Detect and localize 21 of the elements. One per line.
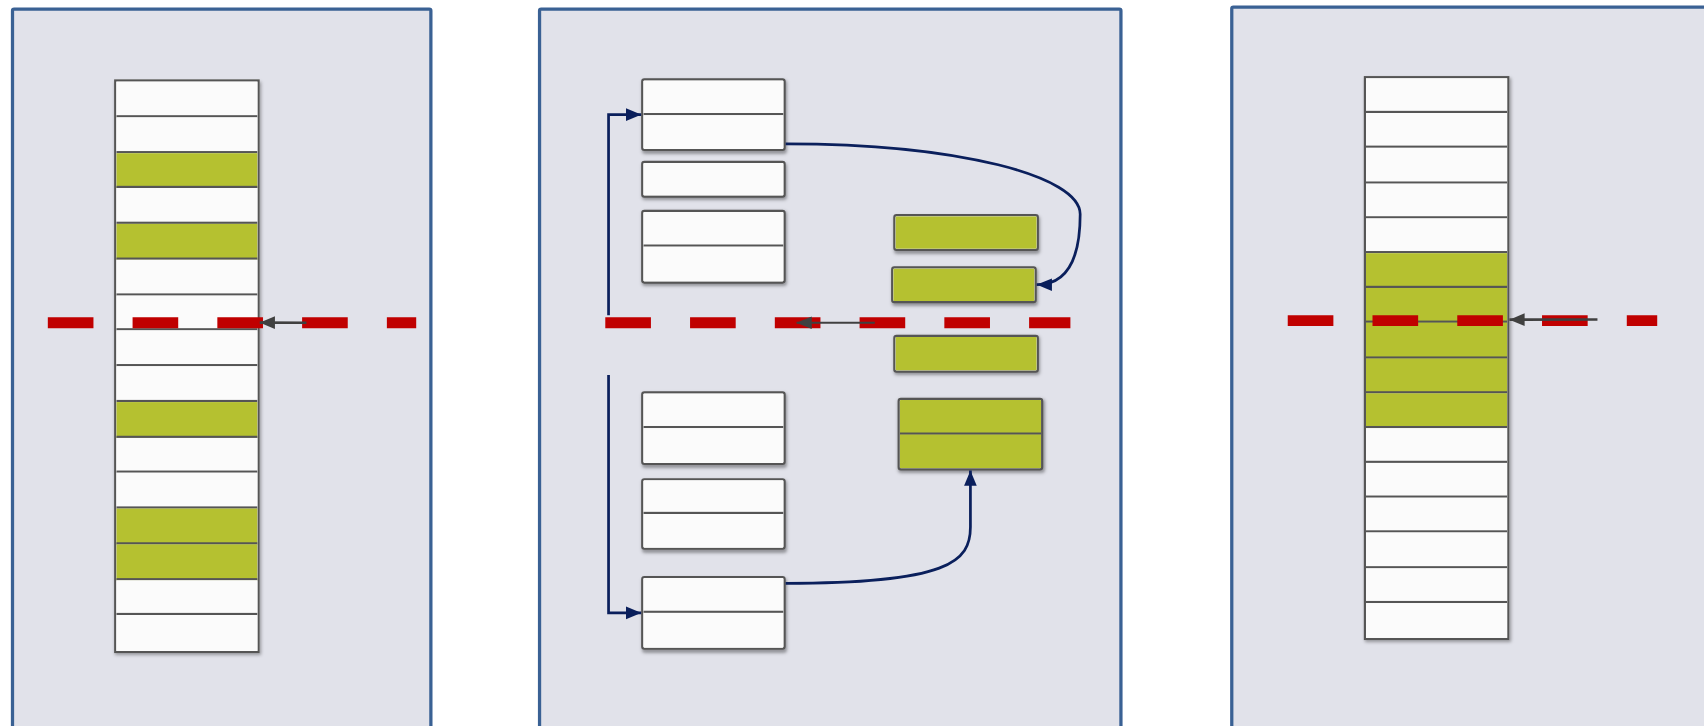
block-pair: [897, 397, 1044, 471]
block: [893, 214, 1039, 252]
block: [641, 160, 786, 198]
panel: [1230, 5, 1704, 726]
panel: [10, 7, 433, 726]
block-pair: [641, 478, 786, 550]
arrow: [1509, 313, 1598, 326]
arrow: [785, 470, 977, 585]
arrow: [607, 374, 642, 620]
panel: [537, 7, 1123, 726]
arrow: [259, 316, 307, 329]
block-pair: [641, 575, 786, 650]
block-stack: [114, 79, 260, 654]
block: [893, 334, 1039, 373]
arrow: [785, 142, 1082, 290]
block-pair: [641, 209, 786, 284]
block-stack: [1363, 76, 1510, 641]
block-pair: [641, 391, 786, 466]
block: [891, 266, 1037, 304]
block-pair: [641, 78, 786, 152]
arrow: [607, 108, 642, 316]
